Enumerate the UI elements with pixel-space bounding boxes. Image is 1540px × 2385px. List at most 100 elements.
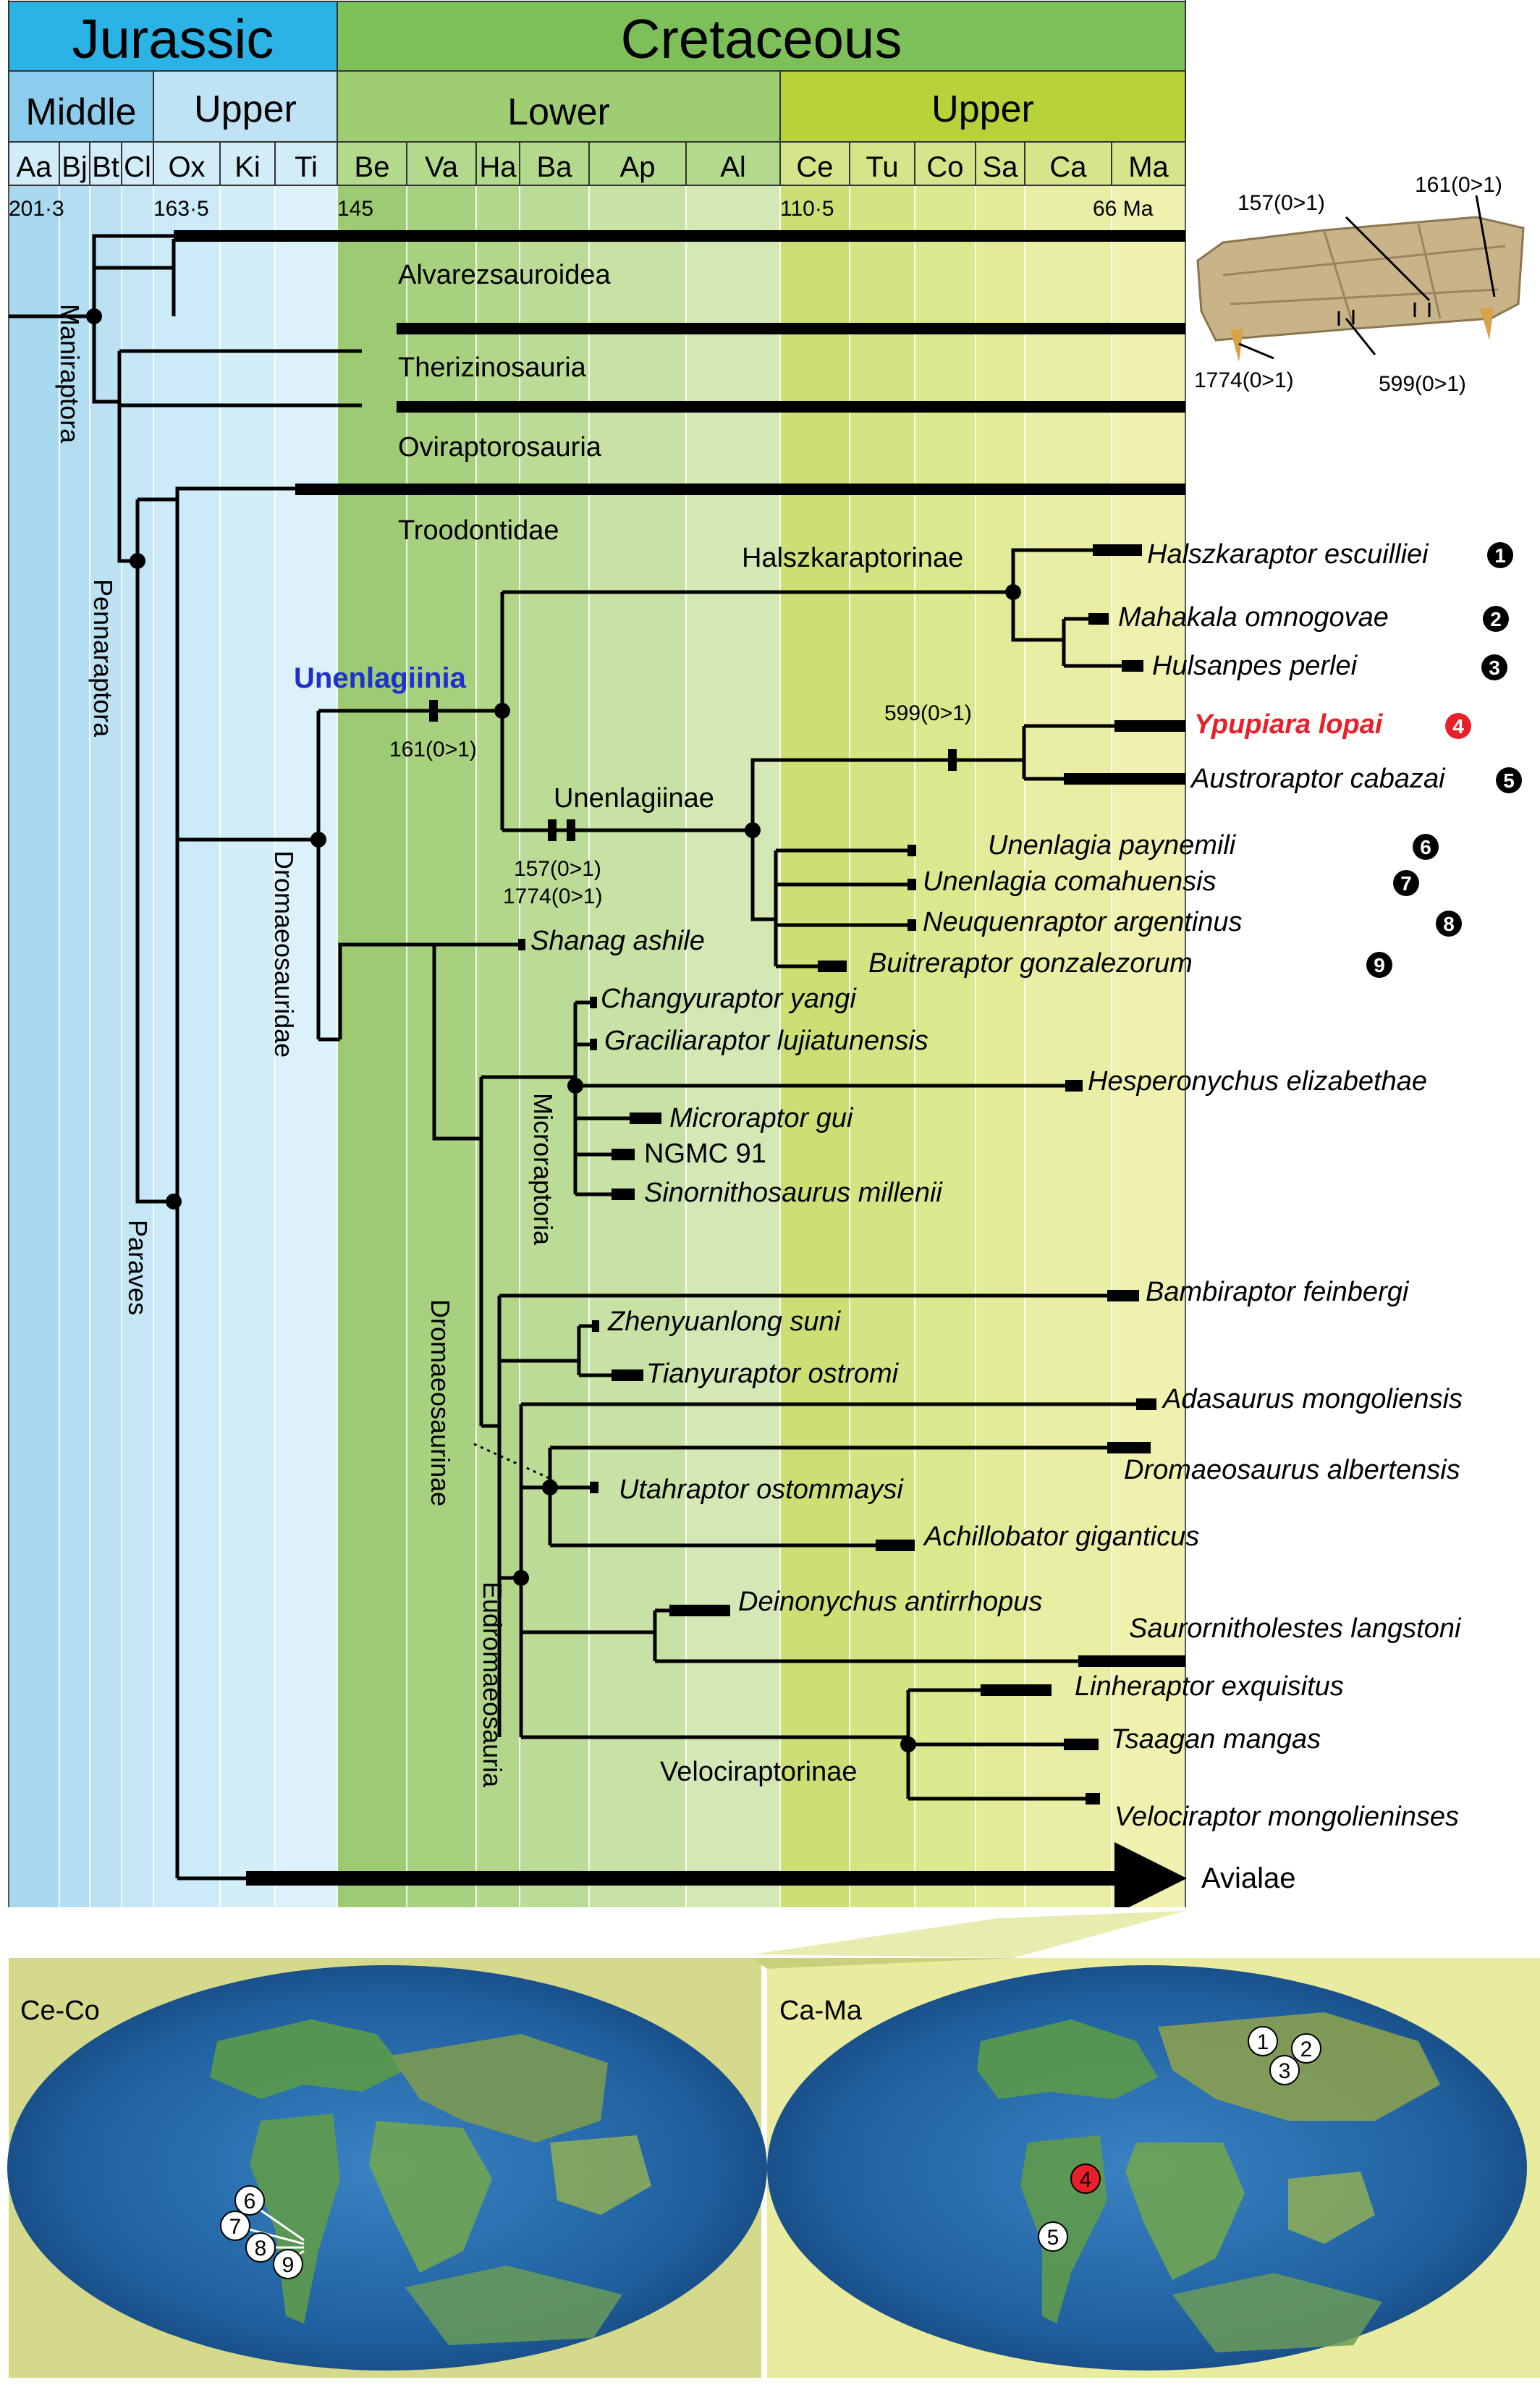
label-paraves: Paraves [123, 1220, 153, 1315]
label-maniraptora: Maniraptora [55, 304, 85, 444]
badge-circle [1487, 542, 1513, 568]
badge-circle [1366, 952, 1392, 978]
stage-label: Bt [92, 151, 119, 183]
map-marker-circle [234, 2185, 265, 2216]
map-ca-ma: Ca-Ma [767, 1965, 1527, 2371]
fossil-char-161: 161(0>1) [1415, 173, 1502, 197]
badge-circle [1445, 713, 1471, 739]
label-microraptoria: Microraptoria [528, 1093, 558, 1246]
stage-box [153, 141, 221, 186]
badge-circle [1481, 654, 1507, 680]
taxon-number-badge: 5 [1496, 767, 1522, 793]
map-marker-circle [273, 2249, 303, 2279]
map-marker: 4 [1070, 2164, 1101, 2194]
badge-number: 8 [1443, 913, 1455, 935]
tree-nodes [86, 308, 1021, 1752]
badge-number: 2 [1490, 608, 1502, 630]
taxon-number-badge: 3 [1481, 654, 1507, 680]
taxon-changyuraptor: Changyuraptor yangi [601, 984, 857, 1014]
stage-box [779, 141, 850, 186]
badge-circle [1436, 911, 1462, 937]
badge-circle [1413, 834, 1439, 860]
label-troodontidae: Troodontidae [398, 515, 559, 546]
stage-label: Aa [17, 151, 53, 183]
stage-label: Ox [168, 151, 205, 183]
stage-label: Va [425, 151, 459, 183]
label-pennaraptora: Pennaraptora [88, 579, 118, 738]
age-label: 66 Ma [1093, 197, 1154, 221]
taxon-unenlagia-paynemili: Unenlagia paynemili [988, 830, 1237, 861]
map-marker: 5 [1038, 2221, 1068, 2252]
label-alvarezsauroidea: Alvarezsauroidea [398, 260, 611, 290]
map-marker: 3 [1269, 2055, 1300, 2085]
epoch-upper-cretaceous: Upper [931, 88, 1034, 130]
stage-label: Ba [537, 151, 573, 183]
phylogenetic-tree [9, 234, 1136, 1880]
taxon-bambiraptor: Bambiraptor feinbergi [1146, 1277, 1410, 1307]
fossil-char-157: 157(0>1) [1238, 191, 1325, 215]
map-label-ce-co: Ce-Co [20, 1996, 100, 2026]
taxon-number-badge: 1 [1487, 542, 1513, 568]
label-unenlagiinia: Unenlagiinia [294, 662, 467, 694]
stage-box [219, 141, 276, 186]
taxon-graciliraptor: Graciliaraptor lujiatunensis [604, 1026, 928, 1056]
badge-number: 9 [1374, 954, 1385, 976]
taxon-adasaurus: Adasaurus mongoliensis [1162, 1384, 1463, 1414]
map-marker: 8 [245, 2232, 276, 2263]
epoch-middle-jurassic: Middle [25, 91, 136, 133]
paleomaps: Ce-Co Ca-Ma [7, 1907, 1540, 2381]
character-markers [429, 700, 957, 841]
stage-box [337, 141, 407, 186]
age-label: 145 [337, 197, 373, 221]
map-marker-number: 3 [1279, 2059, 1291, 2083]
map-marker-number: 5 [1047, 2226, 1059, 2250]
stage-box [59, 141, 90, 186]
stage-label: Ki [234, 151, 261, 183]
taxon-number-badge: 7 [1393, 870, 1419, 896]
map-ce-co: Ce-Co [7, 1965, 767, 2371]
badge-number: 1 [1494, 544, 1506, 567]
taxon-buitreraptor: Buitreraptor gonzalezorum [868, 948, 1193, 979]
stage-label: Co [926, 151, 963, 183]
taxon-number-badge: 4 [1445, 713, 1471, 739]
taxon-halszkaraptor: Halszkaraptor escuilliei [1147, 539, 1429, 570]
stage-label: Ca [1049, 151, 1087, 183]
fossil-char-599: 599(0>1) [1379, 372, 1466, 396]
map-marker-number: 9 [282, 2253, 295, 2277]
stage-label: Ha [479, 151, 517, 183]
map-marker-number: 7 [229, 2215, 242, 2239]
char-1774: 1774(0>1) [503, 885, 603, 908]
stage-box [8, 141, 60, 186]
taxon-saurornitholestes: Saurornitholestes langstoni [1129, 1613, 1462, 1644]
time-scale-background [8, 0, 1186, 1907]
char-157: 157(0>1) [514, 857, 601, 881]
stage-box [121, 141, 154, 186]
label-dromaeosauridae: Dromaeosauridae [269, 850, 299, 1058]
fossil-char-1774: 1774(0>1) [1194, 368, 1294, 392]
taxon-ypupiara: Ypupiara lopai [1194, 709, 1384, 740]
taxon-labels: Halszkaraptor escuilliei Mahakala omnogo… [530, 539, 1463, 1832]
label-unenlagiinae: Unenlagiinae [554, 783, 714, 814]
map-marker-circle [1248, 2026, 1278, 2056]
taxon-number-badge: 6 [1413, 834, 1439, 860]
badge-number: 4 [1452, 715, 1464, 738]
taxon-deinonychus: Deinonychus antirrhopus [738, 1587, 1042, 1617]
taxon-austroraptor: Austroraptor cabazai [1190, 764, 1446, 794]
map-marker-circle [245, 2232, 276, 2263]
stage-box [975, 141, 1025, 186]
taxon-zhenyuanlong: Zhenyuanlong suni [607, 1307, 842, 1337]
map-marker-circle [220, 2211, 250, 2241]
map-marker-number: 8 [255, 2237, 267, 2261]
stage-label: Sa [983, 151, 1019, 183]
taxon-microraptor: Microraptor gui [669, 1103, 854, 1134]
taxon-mahakala: Mahakala omnogovae [1118, 602, 1389, 633]
period-jurassic: Jurassic [72, 9, 274, 70]
taxon-velociraptor: Velociraptor mongolieninses [1114, 1802, 1459, 1832]
stage-label: Tu [866, 151, 898, 183]
taxon-number-badges: 1 2 3 4 5 6 7 8 9 [1366, 542, 1522, 978]
stratigraphic-ranges [174, 230, 1187, 1915]
stage-label: Ti [295, 151, 318, 183]
time-scale-header: Jurassic Cretaceous Middle Upper Lower U… [8, 1, 1186, 221]
